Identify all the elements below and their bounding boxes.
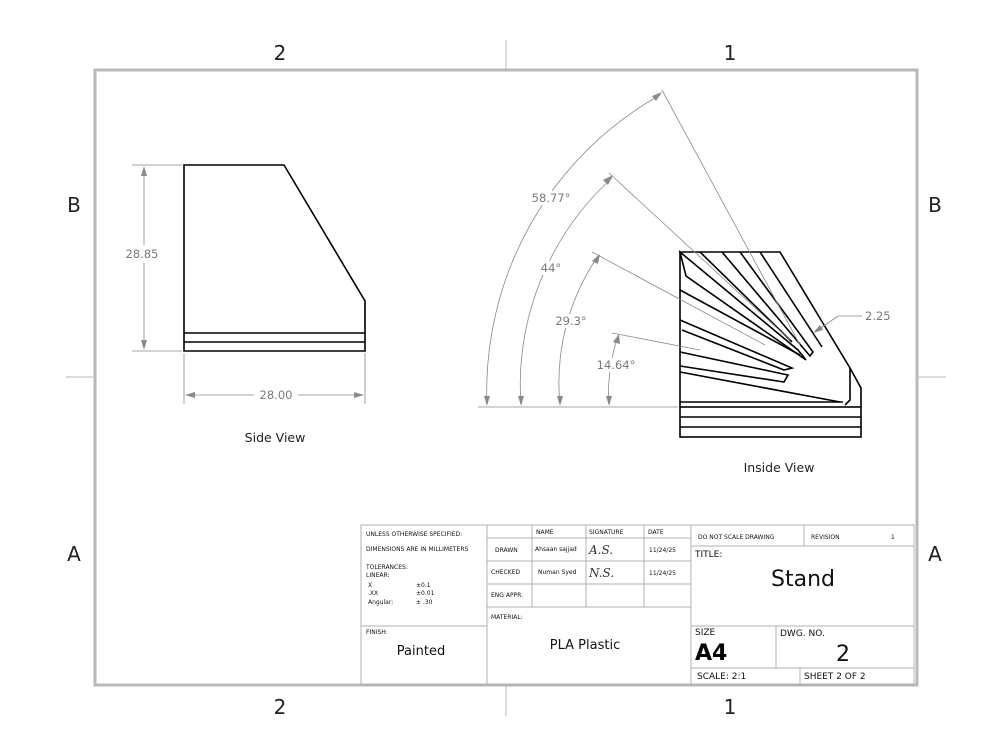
title-block: UNLESS OTHERWISE SPECIFIED: DIMENSIONS A…: [360, 524, 915, 686]
angle-dim-1: 58.77°: [532, 191, 571, 205]
tb-col-name: NAME: [536, 529, 554, 536]
angle-arrow-1a: [484, 396, 490, 406]
side-height-dim: 28.85: [126, 247, 159, 261]
side-width-arrow-right: [354, 392, 364, 398]
tb-material-label: MATERIAL:: [491, 614, 523, 621]
zone-left-A: A: [67, 542, 81, 566]
angle-arc-2: [519, 177, 613, 406]
tb-row-drawn: DRAWN: [495, 547, 518, 554]
tb-tol-xx: .XX: [368, 590, 378, 597]
tb-dims-note: DIMENSIONS ARE IN MILLIMETERS: [366, 546, 468, 553]
angle-arrow-3a: [557, 396, 563, 406]
inside-back-wall: [844, 368, 851, 406]
zone-top-2: 2: [274, 41, 287, 65]
side-height-arrow-bottom: [141, 340, 147, 350]
fin-edge-1: [699, 251, 793, 343]
fin-edge-3: [679, 289, 801, 356]
angle-dim-2: 44°: [541, 261, 561, 275]
zone-left-B: B: [67, 193, 81, 217]
fin-slot-2: [721, 251, 814, 358]
inside-base: [679, 406, 862, 438]
tb-tol-x: X: [368, 582, 372, 589]
tb-tol-ang: Angular:: [368, 599, 393, 606]
title-block-frame: [360, 524, 915, 686]
angle-dim-4: 14.64°: [597, 358, 636, 372]
tb-tol-ang-val: ± .30: [416, 599, 433, 606]
tb-scale: SCALE: 2:1: [697, 672, 746, 682]
zone-bottom-2: 2: [274, 695, 287, 719]
zone-bottom-1: 1: [724, 695, 737, 719]
tb-linear-label: LINEAR:: [366, 572, 390, 579]
angle-ray-1: [661, 89, 801, 346]
tb-title-label: TITLE:: [694, 550, 722, 560]
angle-arrow-1b: [652, 92, 662, 101]
angle-arrow-4a: [606, 396, 612, 406]
side-height-arrow-top: [141, 166, 147, 176]
fin-slot-4: [679, 351, 790, 383]
zone-right-B: B: [928, 193, 942, 217]
tb-col-date: DATE: [648, 529, 664, 536]
zone-right-A: A: [928, 542, 942, 566]
tb-tol-xx-val: ±0.01: [416, 590, 435, 597]
tb-material: PLA Plastic: [550, 638, 620, 653]
angle-arrow-4b: [613, 334, 620, 344]
angle-label-bg-3: [550, 314, 592, 328]
fin-slot-3: [679, 319, 795, 371]
angle-label-bg-2: [535, 261, 565, 275]
fin-edge-2: [759, 251, 823, 348]
angle-ray-4: [611, 332, 701, 351]
tb-no-scale: DO NOT SCALE DRAWING: [698, 534, 775, 541]
tb-checked-sig: N.S.: [588, 566, 614, 580]
tb-checked-date: 11/24/25: [649, 570, 676, 577]
angle-label-bg-1: [527, 191, 575, 205]
angle-arrow-2a: [518, 396, 524, 406]
angle-label-bg-4: [592, 358, 640, 372]
angle-arc-3: [558, 255, 599, 406]
tb-notes-header: UNLESS OTHERWISE SPECIFIED:: [366, 531, 462, 538]
side-view: 28.85 28.00 Side View: [126, 164, 366, 445]
tb-finish-label: FINISH:: [366, 629, 388, 636]
thickness-arrow: [813, 325, 823, 333]
tb-title: Stand: [771, 567, 835, 592]
tb-drawn-name: Ahsaan sajjad: [535, 546, 577, 553]
angle-arc-1: [486, 94, 661, 406]
tb-dwg-no: 2: [836, 642, 850, 667]
tb-revision-label: REVISION: [811, 534, 840, 541]
angle-arrow-2b: [603, 175, 613, 185]
tb-size: A4: [695, 641, 727, 666]
thickness-dim: 2.25: [865, 309, 891, 323]
tb-finish: Painted: [397, 644, 445, 659]
tb-row-checked: CHECKED: [491, 569, 520, 576]
tb-size-label: SIZE: [695, 628, 716, 638]
tb-tolerances-label: TOLERANCES:: [365, 564, 408, 571]
inside-body-outline: [679, 251, 862, 407]
angle-ray-2: [608, 172, 791, 341]
tb-sheet: SHEET 2 OF 2: [804, 672, 866, 682]
inside-view: 58.77° 44° 29.3° 14.64° 2.25 Inside View: [478, 89, 891, 475]
tb-tol-x-val: ±0.1: [416, 582, 431, 589]
zone-top-1: 1: [724, 41, 737, 65]
tb-col-signature: SIGNATURE: [589, 529, 624, 536]
fin-slot-1: [678, 249, 807, 361]
side-width-dim: 28.00: [260, 388, 293, 402]
side-width-arrow-left: [185, 392, 195, 398]
tb-revision: 1: [891, 534, 895, 541]
angle-arrow-3b: [592, 254, 600, 264]
tb-row-eng: ENG APPR.: [491, 592, 523, 599]
angle-dim-3: 29.3°: [555, 314, 586, 328]
inside-view-label: Inside View: [744, 460, 815, 475]
tb-checked-name: Numan Syed: [538, 569, 577, 576]
side-view-outline: [183, 164, 366, 352]
tb-dwg-no-label: DWG. NO.: [780, 629, 825, 639]
fin-edge-4: [679, 371, 841, 403]
side-view-label: Side View: [245, 430, 306, 445]
tb-drawn-date: 11/24/25: [649, 547, 676, 554]
tb-drawn-sig: A.S.: [588, 543, 613, 557]
angle-ray-3: [591, 251, 766, 346]
